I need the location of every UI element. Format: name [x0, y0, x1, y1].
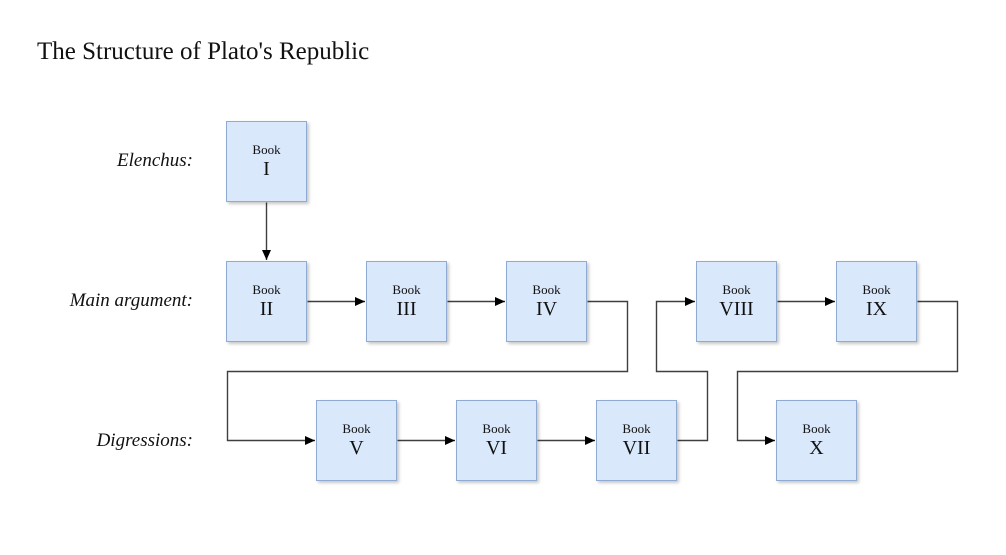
node-numeral: IV	[535, 298, 558, 321]
node-numeral: V	[349, 437, 364, 460]
node-label: Book	[532, 281, 561, 297]
node-label: Book	[802, 420, 831, 436]
node-numeral: IX	[865, 298, 888, 321]
diagram-title: The Structure of Plato's Republic	[37, 38, 370, 65]
node-numeral: VIII	[719, 298, 754, 321]
node-label: Book	[342, 420, 371, 436]
node-numeral: X	[809, 437, 824, 460]
node-label: Book	[722, 281, 751, 297]
row-label-elenchus: Elenchus:	[117, 150, 193, 171]
node-label: Book	[252, 141, 281, 157]
node-numeral: I	[263, 158, 270, 181]
node-label: Book	[392, 281, 421, 297]
node-label: Book	[622, 420, 651, 436]
row-label-main-argument: Main argument:	[69, 290, 193, 311]
node-numeral: VI	[485, 437, 508, 460]
node-label: Book	[862, 281, 891, 297]
node-numeral: VII	[622, 437, 651, 460]
node-label: Book	[482, 420, 511, 436]
node-label: Book	[252, 281, 281, 297]
node-numeral: III	[396, 298, 417, 321]
row-label-digressions: Digressions:	[96, 430, 193, 451]
node-numeral: II	[259, 298, 274, 321]
